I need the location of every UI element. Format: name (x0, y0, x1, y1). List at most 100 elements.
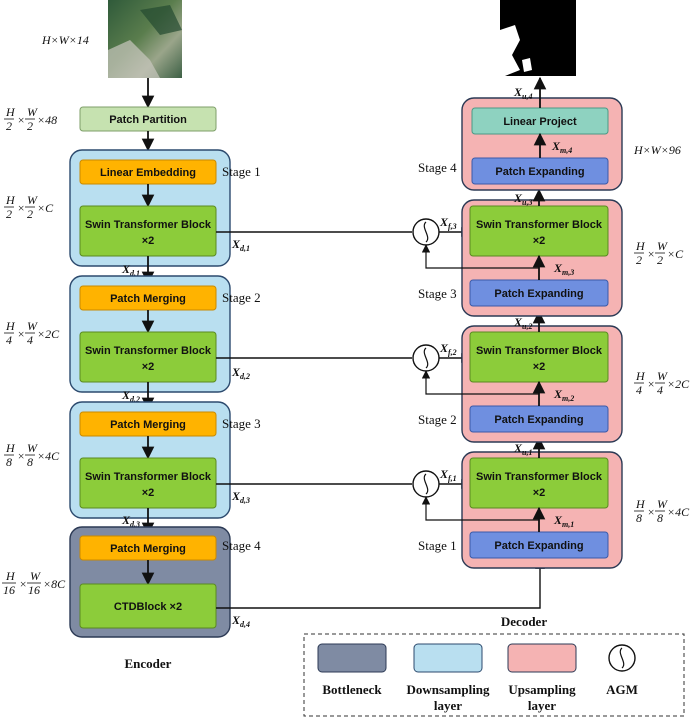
svg-text:×2C: ×2C (667, 377, 690, 391)
svg-text:H: H (635, 239, 646, 253)
enc4-dim-label: H 16 × W 16 ×8C (2, 569, 66, 597)
input-satellite-image (108, 0, 182, 78)
svg-text:2: 2 (27, 119, 33, 133)
svg-text:×2C: ×2C (37, 327, 60, 341)
enc2-dim-label: H 4 × W 4 ×2C (4, 319, 60, 347)
svg-text:16: 16 (28, 583, 40, 597)
legend-swatch-bottleneck (317, 643, 387, 673)
enc-stage-3-label: Stage 3 (222, 416, 261, 431)
patch-partition-label: Patch Partition (109, 114, 187, 126)
legend-agm-icon (608, 644, 636, 672)
svg-text:16: 16 (3, 583, 15, 597)
dec2-swin-block (469, 331, 609, 383)
dec-stage-4-label: Stage 4 (418, 160, 457, 175)
partition-dim-label: H 2 × W 2 ×48 (4, 105, 57, 133)
svg-text:×2: ×2 (533, 361, 546, 373)
agm-node-3 (412, 218, 440, 246)
svg-text:×2: ×2 (142, 361, 155, 373)
svg-text:W: W (657, 497, 668, 511)
var-xm3: Xm,3 (553, 261, 574, 277)
var-xu3: Xu,3 (513, 191, 532, 207)
agm-node-1 (412, 470, 440, 498)
svg-text:H: H (5, 319, 16, 333)
var-xm2: Xm,2 (553, 387, 574, 403)
agm-node-2 (412, 344, 440, 372)
svg-text:×48: ×48 (37, 113, 57, 127)
legend-box (303, 633, 685, 717)
encoder-caption: Encoder (125, 656, 172, 671)
legend-label-downsampling-2: layer (434, 698, 462, 713)
var-xd1: Xd,1 (231, 237, 250, 253)
svg-text:CTDBlock ×2: CTDBlock ×2 (114, 601, 182, 613)
svg-text:W: W (27, 193, 38, 207)
svg-text:Patch Expanding: Patch Expanding (494, 414, 583, 426)
legend-swatch-upsampling (507, 643, 577, 673)
svg-text:2: 2 (657, 253, 663, 267)
svg-text:Linear Project: Linear Project (503, 116, 577, 128)
svg-text:×: × (17, 327, 25, 341)
dec-dim-label-2: H 4 × W 4 ×2C (634, 369, 690, 397)
var-xf3: Xf,3 (439, 215, 457, 231)
legend-label-upsampling: Upsampling (508, 682, 576, 697)
dec1-swin-block (469, 457, 609, 509)
svg-text:Swin Transformer Block: Swin Transformer Block (85, 471, 212, 483)
enc-stage-1-label: Stage 1 (222, 164, 261, 179)
svg-text:H: H (5, 569, 16, 583)
svg-text:×4C: ×4C (667, 505, 690, 519)
svg-text:×: × (647, 505, 655, 519)
decoder-caption: Decoder (501, 614, 547, 629)
var-xd2: Xd,2 (231, 365, 250, 381)
var-xd1-down: Xd,1 (121, 262, 140, 278)
var-xd3-down: Xd,3 (121, 513, 140, 529)
svg-text:W: W (27, 319, 38, 333)
svg-text:×: × (647, 377, 655, 391)
svg-text:×2: ×2 (533, 487, 546, 499)
enc4-ctd-block (79, 583, 217, 629)
svg-text:×8C: ×8C (43, 577, 66, 591)
svg-text:4: 4 (657, 383, 663, 397)
svg-text:2: 2 (6, 207, 12, 221)
svg-text:8: 8 (6, 455, 12, 469)
dec-dim-label-3: H 8 × W 8 ×4C (634, 497, 690, 525)
svg-text:2: 2 (27, 207, 33, 221)
svg-text:8: 8 (657, 511, 663, 525)
svg-text:8: 8 (27, 455, 33, 469)
svg-text:W: W (657, 369, 668, 383)
var-xd4: Xd,4 (231, 613, 250, 629)
var-xf2: Xf,2 (439, 341, 457, 357)
var-xu4: Xu,4 (513, 85, 532, 101)
enc-stage-4-label: Stage 4 (222, 538, 261, 553)
svg-text:W: W (657, 239, 668, 253)
legend-swatch-downsampling (413, 643, 483, 673)
svg-text:H: H (5, 441, 16, 455)
svg-text:2: 2 (636, 253, 642, 267)
svg-text:4: 4 (6, 333, 12, 347)
dec-stage-3-label: Stage 3 (418, 286, 457, 301)
svg-text:×C: ×C (37, 201, 54, 215)
dec-dim-label-1: H 2 × W 2 ×C (634, 239, 684, 267)
input-size-label: H×W×14 (41, 33, 89, 47)
svg-text:Patch Expanding: Patch Expanding (494, 288, 583, 300)
svg-text:×: × (17, 449, 25, 463)
svg-text:Patch Merging: Patch Merging (110, 543, 186, 555)
enc1-swin-block (79, 205, 217, 257)
enc3-swin-block (79, 457, 217, 509)
legend-label-agm: AGM (606, 682, 638, 697)
svg-text:W: W (27, 441, 38, 455)
output-mask-image (500, 0, 576, 76)
svg-text:Swin Transformer Block: Swin Transformer Block (476, 345, 603, 357)
svg-text:Patch Merging: Patch Merging (110, 419, 186, 431)
legend-label-downsampling: Downsampling (406, 682, 490, 697)
svg-text:2: 2 (6, 119, 12, 133)
var-xf1: Xf,1 (439, 467, 457, 483)
svg-text:Patch Expanding: Patch Expanding (495, 166, 584, 178)
svg-text:Swin Transformer Block: Swin Transformer Block (85, 219, 212, 231)
svg-text:×: × (17, 113, 25, 127)
svg-text:4: 4 (27, 333, 33, 347)
dec-stage-1-label: Stage 1 (418, 538, 457, 553)
var-xd3: Xd,3 (231, 489, 250, 505)
svg-text:×: × (17, 201, 25, 215)
svg-text:W: W (30, 569, 41, 583)
svg-text:H: H (5, 193, 16, 207)
